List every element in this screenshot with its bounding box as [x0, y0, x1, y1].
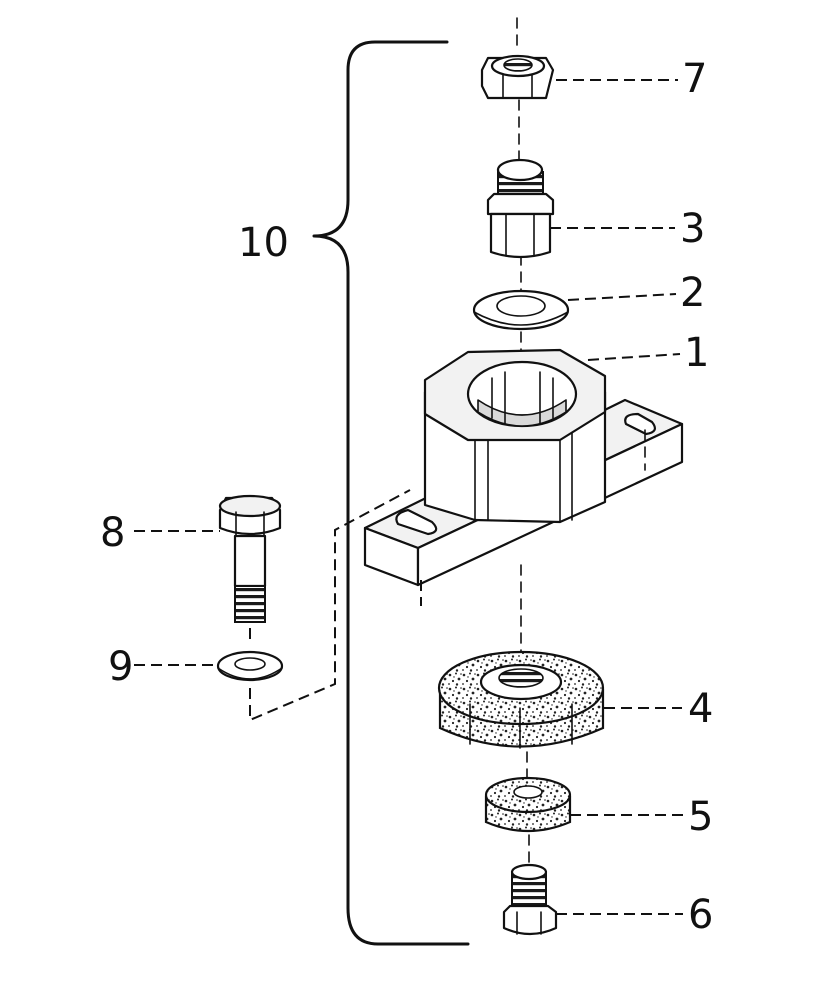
part-4-rubber-pad [437, 650, 605, 749]
part-3-threaded-bushing [486, 158, 555, 259]
callout-1: 1 [684, 330, 709, 376]
leader-lines [134, 79, 683, 915]
callout-7: 7 [682, 56, 707, 102]
callout-9: 9 [108, 644, 133, 690]
part-1-mount-housing [363, 348, 684, 587]
callout-4: 4 [688, 686, 713, 732]
assembly-bracket [312, 40, 470, 946]
callout-5: 5 [688, 794, 713, 840]
part-6-bolt [502, 863, 558, 936]
callout-3: 3 [680, 206, 705, 252]
part-7-hex-nut [480, 54, 555, 100]
part-8-hex-bolt [218, 494, 282, 623]
part-9-washer [216, 650, 284, 682]
part-5-small-pad [484, 776, 572, 833]
callout-2: 2 [680, 270, 705, 316]
callout-8: 8 [100, 510, 125, 556]
callout-6: 6 [688, 892, 713, 938]
bolt-routing-line [249, 489, 411, 722]
part-2-washer [472, 289, 570, 331]
callout-10: 10 [238, 220, 289, 266]
